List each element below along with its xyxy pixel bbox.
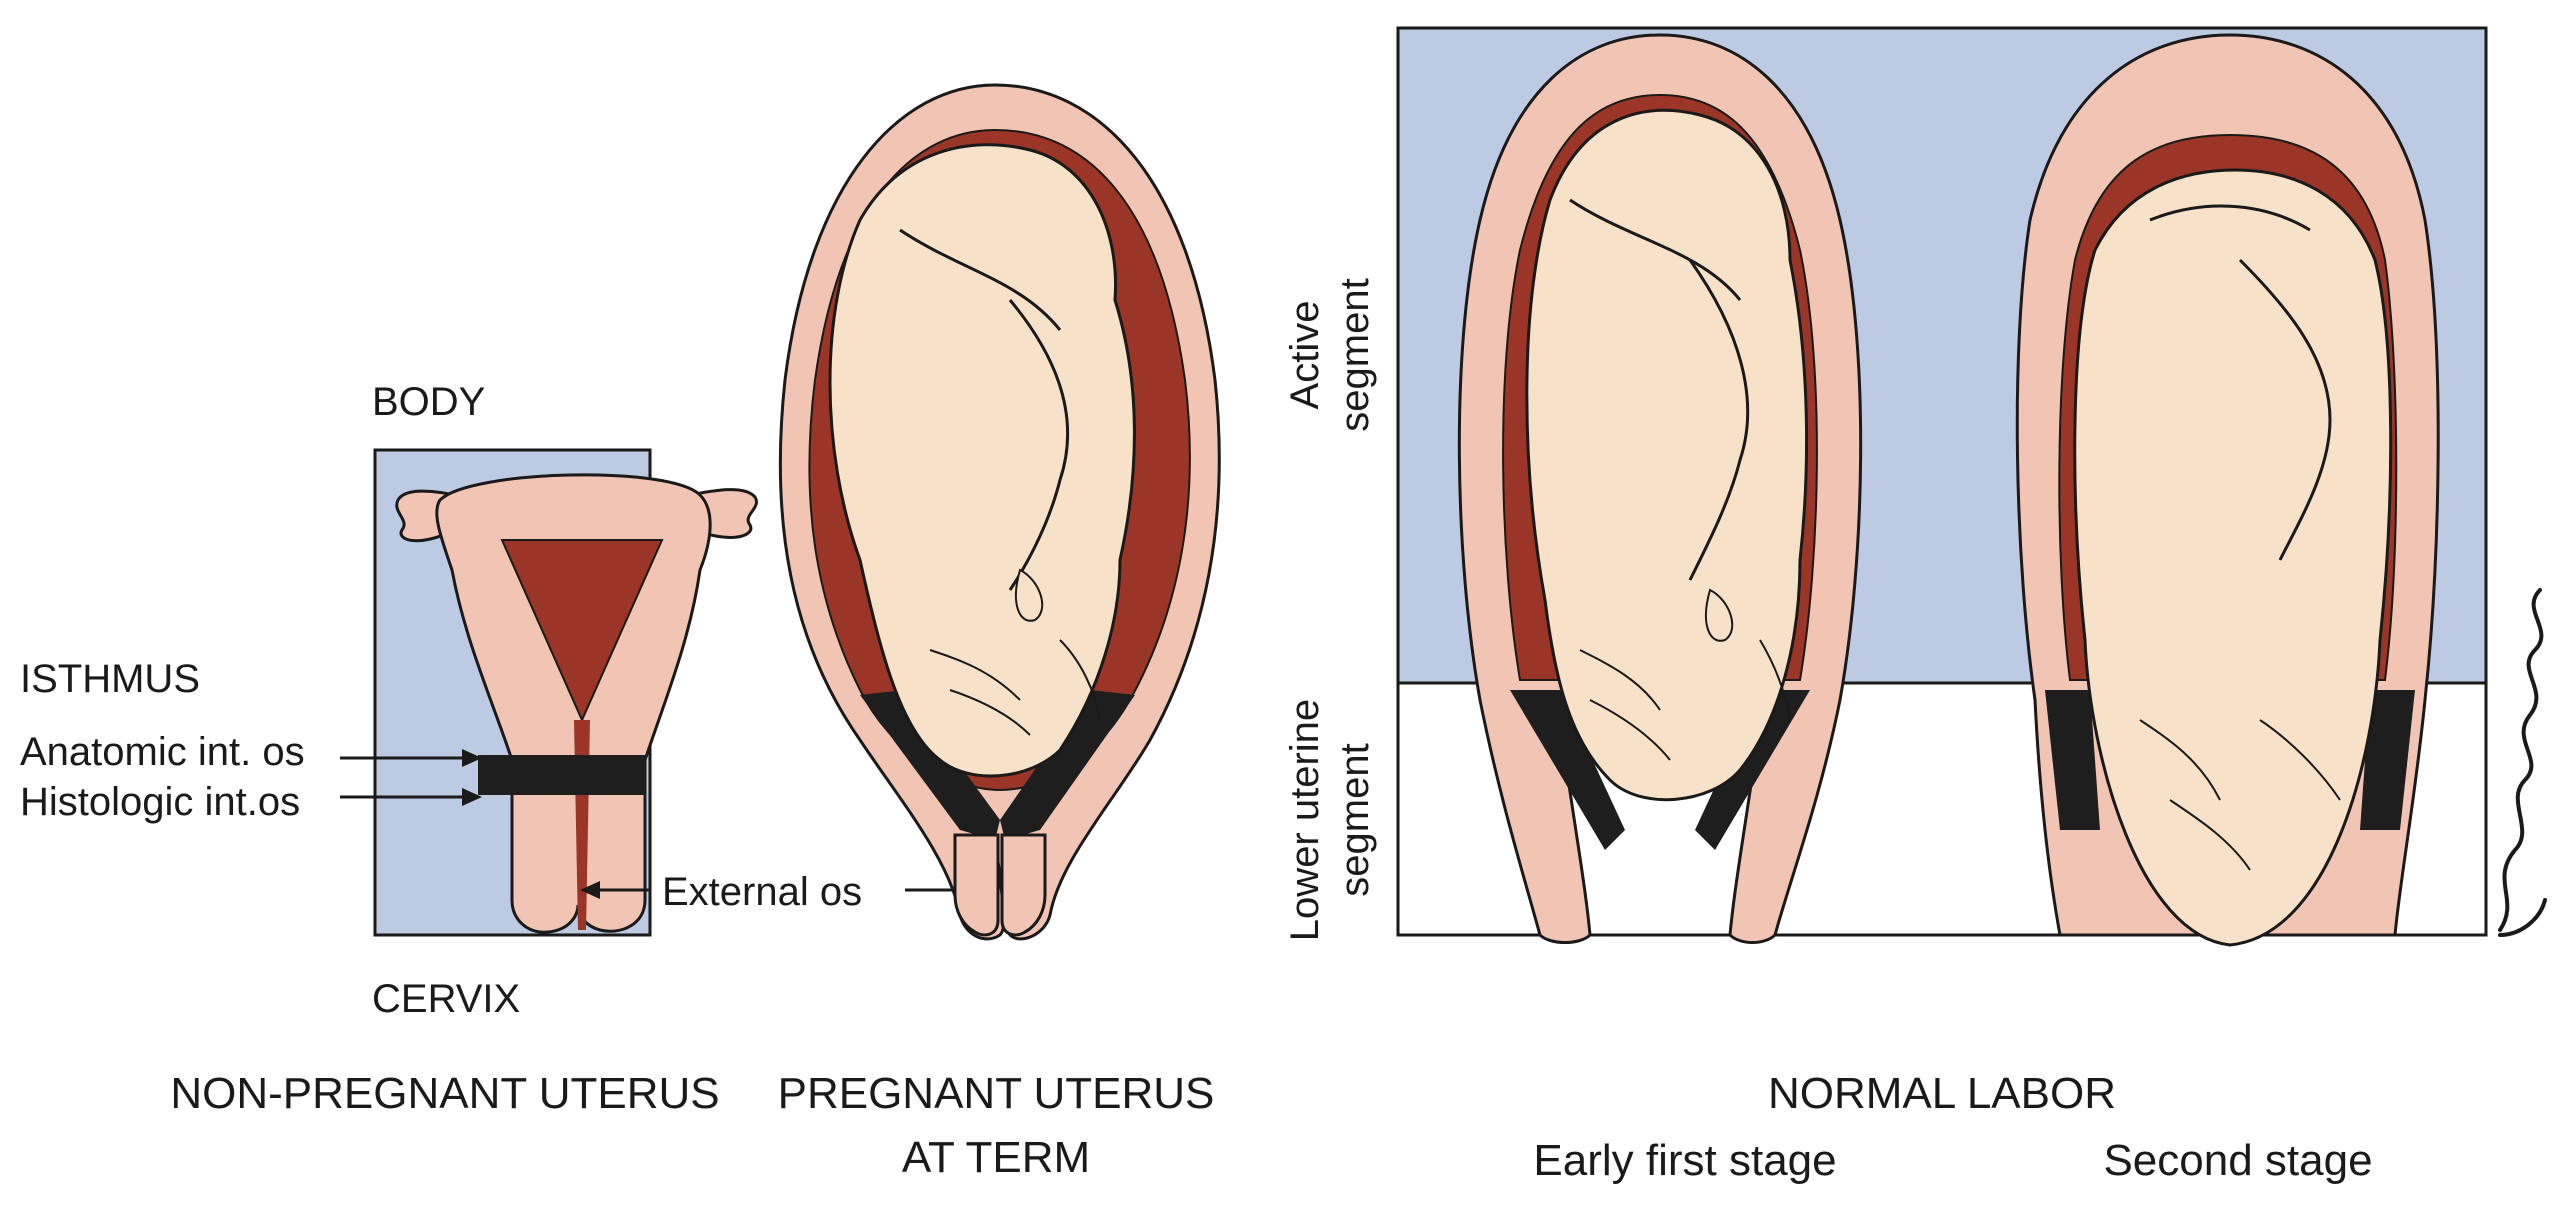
- second-stage-fetus-back: [2149, 204, 2311, 232]
- second-stage-isthmus-left: [2045, 690, 2100, 830]
- lower-uterine-segment-label-line1: Lower uterine: [1283, 699, 1327, 941]
- pregnant-isthmus-left: [860, 690, 1000, 840]
- lower-uterine-segment-label-line2: segment: [1333, 743, 1377, 896]
- external-os-arrowhead-left: [580, 881, 600, 899]
- normal-labor-panel: Active segment Lower uterine segment: [1283, 26, 2547, 947]
- second-stage-isthmus-right: [2360, 690, 2415, 830]
- pregnant-cervix-left: [953, 833, 1000, 937]
- early-stage-fetus-hair: [1579, 639, 1791, 761]
- caption-pregnant-line1: PREGNANT UTERUS: [778, 1069, 1215, 1118]
- isthmus-band: [478, 755, 646, 795]
- non-pregnant-cavity: [500, 539, 664, 723]
- non-pregnant-uterus: BODY ISTHMUS Anatomic int. os Histologic…: [20, 380, 995, 1021]
- pregnant-uterus: [778, 83, 1221, 941]
- second-stage-uterus: [2015, 33, 2440, 947]
- second-stage-fetus-hair: [2139, 719, 2341, 871]
- early-stage-fetus-leg: [1569, 198, 1742, 301]
- caption-normal-labor: NORMAL LABOR: [1768, 1069, 2116, 1118]
- caption-second-stage: Second stage: [2103, 1136, 2372, 1185]
- caption-pregnant-line2: AT TERM: [902, 1133, 1090, 1182]
- second-stage-fetus: [2073, 168, 2393, 947]
- early-stage-fetus-arm: [1688, 259, 1750, 581]
- early-stage-fetus: [1525, 108, 1809, 802]
- histologic-int-os-label: Histologic int.os: [20, 780, 300, 824]
- external-os-label: External os: [662, 870, 862, 914]
- second-stage-fetus-arm: [2238, 258, 2332, 561]
- pregnant-fetus-leg: [899, 228, 1062, 331]
- active-segment-label-line1: Active: [1283, 301, 1327, 410]
- non-pregnant-uterus-wall: [435, 473, 712, 934]
- body-label: BODY: [372, 380, 485, 424]
- pregnant-isthmus-right: [1000, 690, 1135, 840]
- pregnant-fetus-arm: [1008, 299, 1070, 591]
- isthmus-label: ISTHMUS: [20, 657, 200, 701]
- pregnant-fetus-hair: [929, 639, 1101, 736]
- histologic-os-arrowhead: [462, 788, 482, 806]
- pregnant-fetus-hand: [1015, 568, 1044, 622]
- anatomic-int-os-label: Anatomic int. os: [20, 730, 305, 774]
- early-first-stage-uterus: [1457, 33, 1863, 944]
- caption-non-pregnant: NON-PREGNANT UTERUS: [170, 1069, 719, 1118]
- pregnant-cervix-right: [1000, 833, 1047, 937]
- early-stage-isthmus-left: [1510, 690, 1625, 850]
- cervix-label: CERVIX: [372, 977, 520, 1021]
- early-stage-fetus-hand: [1705, 588, 1734, 642]
- captions: NON-PREGNANT UTERUS PREGNANT UTERUS AT T…: [170, 1069, 2372, 1185]
- early-stage-isthmus-right: [1695, 690, 1810, 850]
- artist-signature: [2498, 588, 2547, 937]
- caption-early-first-stage: Early first stage: [1533, 1136, 1836, 1185]
- pregnant-fetus: [828, 143, 1136, 778]
- active-segment-label-line2: segment: [1333, 278, 1377, 431]
- anatomic-os-arrowhead: [462, 749, 482, 767]
